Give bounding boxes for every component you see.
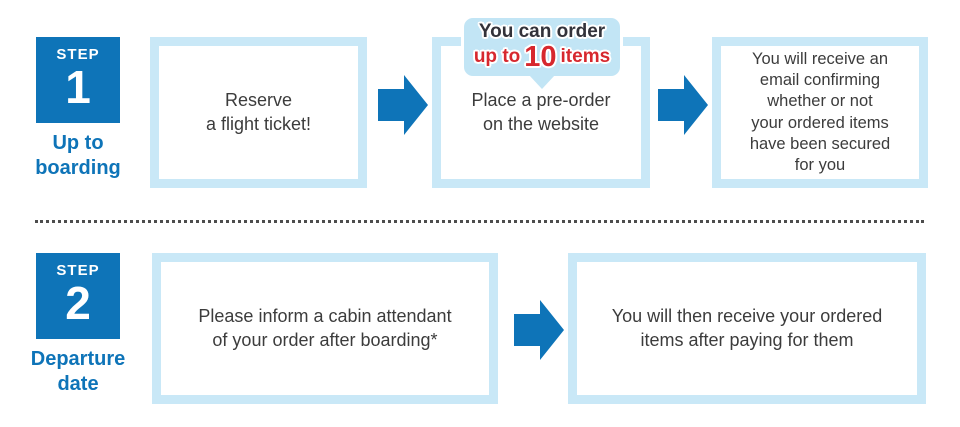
step2-box-inform-attendant: Please inform a cabin attendant of your … bbox=[152, 253, 498, 404]
order-limit-callout: You can order up to 10 items bbox=[461, 15, 623, 79]
step1-badge-label: STEP bbox=[56, 46, 100, 63]
arrow-right-icon bbox=[514, 300, 564, 360]
callout-line1: You can order bbox=[478, 21, 606, 42]
callout-line2-prefix: up to bbox=[473, 45, 521, 67]
step1-box-email-confirmation: You will receive an email confirming whe… bbox=[712, 37, 928, 188]
callout-item-count: 10 bbox=[524, 40, 557, 73]
arrow-right-icon bbox=[658, 75, 708, 135]
step1-badge: STEP 1 bbox=[36, 37, 120, 123]
step2-badge: STEP 2 bbox=[36, 253, 120, 339]
dotted-divider bbox=[35, 220, 924, 223]
arrow-right-icon bbox=[378, 75, 428, 135]
step2-badge-label: STEP bbox=[56, 262, 100, 279]
callout-line2-suffix: items bbox=[560, 45, 611, 67]
step1-box-reserve-ticket: Reserve a flight ticket! bbox=[150, 37, 367, 188]
callout-line2: up to 10 items bbox=[466, 40, 618, 73]
step2-badge-number: 2 bbox=[65, 277, 91, 329]
step1-caption: Up to boarding bbox=[35, 132, 121, 179]
step1-badge-number: 1 bbox=[65, 61, 91, 113]
step2-box-receive-items: You will then receive your ordered items… bbox=[568, 253, 926, 404]
step2-caption: Departure date bbox=[30, 348, 126, 395]
